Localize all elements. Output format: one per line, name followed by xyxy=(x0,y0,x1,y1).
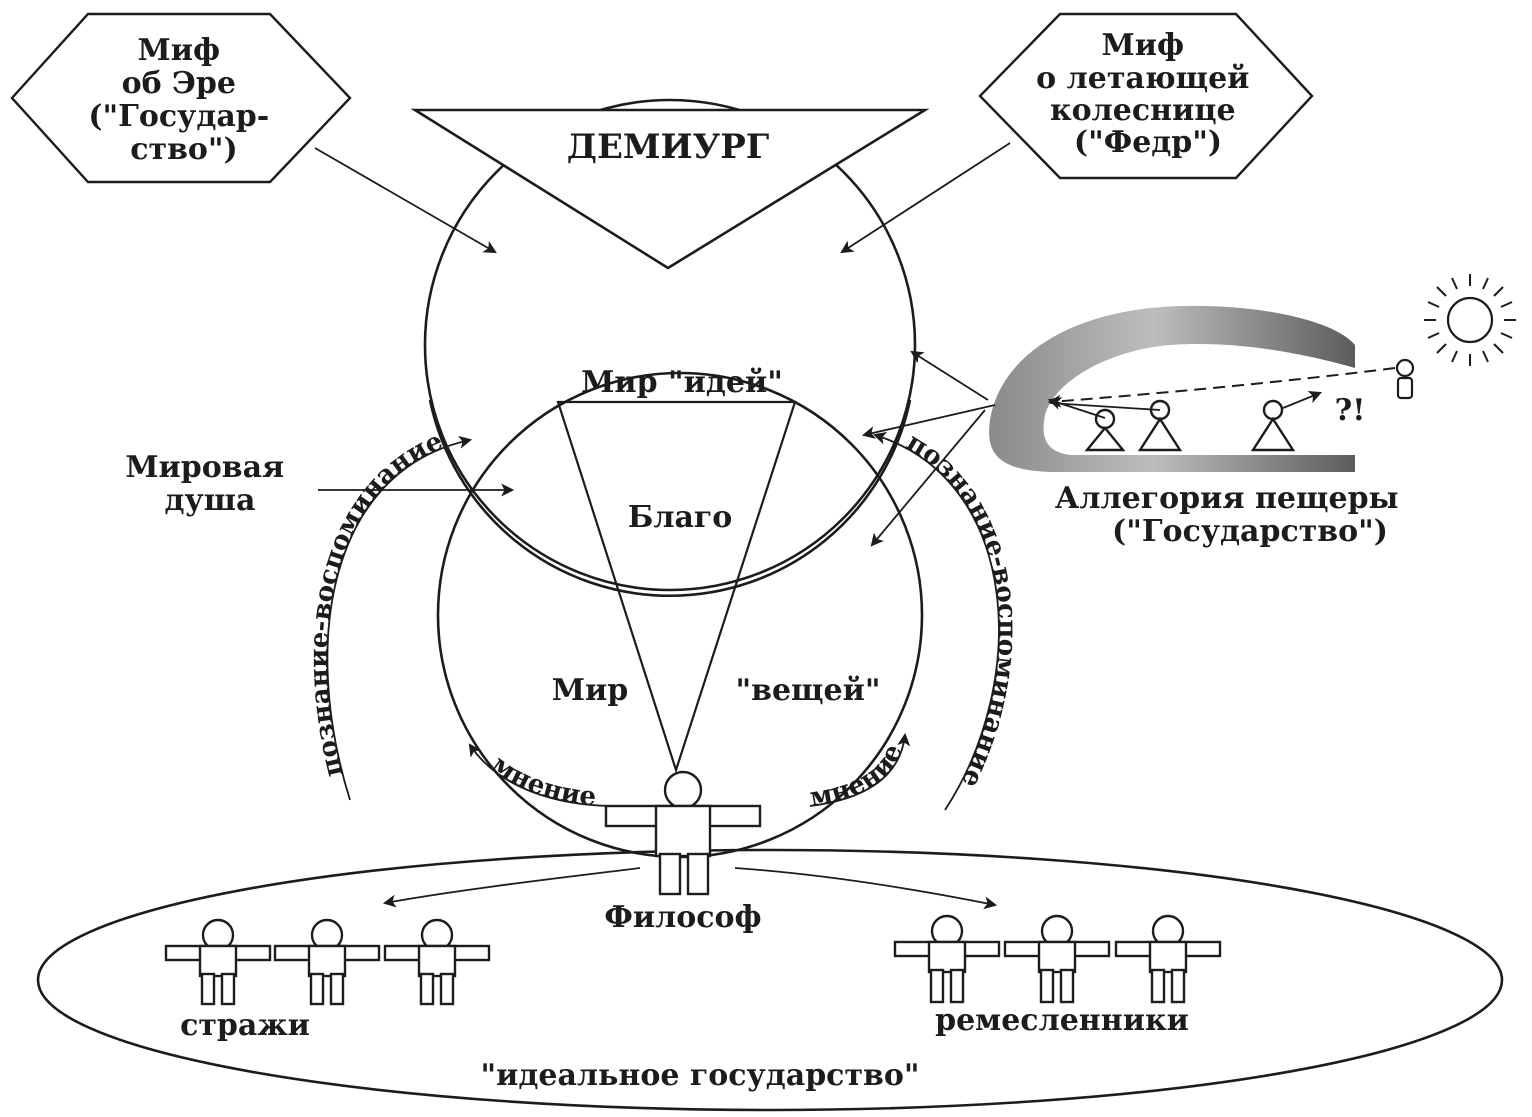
knowledge-arc-left xyxy=(326,439,471,801)
knowledge-label-right: познание-воспоминание xyxy=(901,427,1022,792)
demiurge-label: ДЕМИУРГ xyxy=(567,127,770,167)
opinion-label-right: мнение xyxy=(808,740,909,813)
myth-chariot-label: Миф о летающей колеснице ("Федр") xyxy=(1036,28,1260,160)
myth-er-arrow xyxy=(314,147,497,254)
demiurge-triangle xyxy=(410,108,930,270)
myth-er-hexagon xyxy=(10,12,352,184)
cave-label: Аллегория пещеры ("Государство") xyxy=(1055,481,1409,549)
free-figure xyxy=(1395,358,1415,400)
craftsmen-label: ремесленники xyxy=(935,1003,1189,1038)
world-of-ideas-circle xyxy=(423,98,917,592)
world-of-ideas-label: Мир "идей" xyxy=(581,365,783,400)
cave-arrow-soul xyxy=(861,404,996,439)
philosopher-to-guards-arrow xyxy=(382,867,641,908)
cave-illustration: ?! xyxy=(861,274,1516,547)
light-dashed-line xyxy=(1047,367,1396,408)
cave-arrow-ideas xyxy=(910,350,989,401)
guards-label: стражи xyxy=(180,1008,310,1043)
cave-arch xyxy=(989,305,1355,472)
philosopher-label: Философ xyxy=(604,900,761,935)
craftsmen-figures xyxy=(893,914,1222,1004)
ideal-state-ellipse xyxy=(36,848,1504,1112)
knowledge-triangle xyxy=(556,400,797,774)
cave-exclaim-label: ?! xyxy=(1335,393,1366,428)
cave-arrow-things xyxy=(870,409,986,547)
world-of-things-label-right: "вещей" xyxy=(736,673,881,708)
myth-er-label: Миф об Эре ("Государ- ство") xyxy=(88,33,279,167)
opinion-label-left: мнение xyxy=(486,749,598,812)
myth-chariot-hexagon xyxy=(978,12,1314,180)
good-label: Благо xyxy=(628,500,733,535)
world-soul-label: Мировая душа xyxy=(125,450,294,518)
myth-chariot-arrow xyxy=(840,142,1011,254)
sun-icon xyxy=(1424,274,1516,366)
philosopher-figure xyxy=(604,770,762,896)
knowledge-label-left: познание-воспоминание xyxy=(304,426,447,780)
ideal-state-label: "идеальное государство" xyxy=(480,1058,919,1093)
world-of-things-label-left: Мир xyxy=(552,673,628,708)
guard-figures xyxy=(164,918,491,1006)
philosopher-to-craftsmen-arrow xyxy=(734,867,998,910)
prisoner-figures xyxy=(1084,399,1296,452)
